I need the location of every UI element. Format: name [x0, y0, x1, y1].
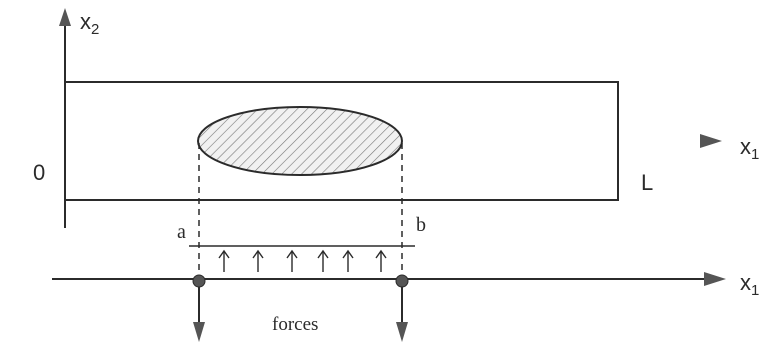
x2-axis-label: x2: [80, 9, 99, 38]
force-arrow-2: [252, 249, 264, 272]
point-force-b-arrowhead: [396, 322, 408, 342]
force-arrow-3: [286, 249, 298, 272]
point-b-label: b: [416, 214, 426, 236]
x1-bottom-axis-label: x1: [740, 270, 759, 299]
length-label: L: [641, 170, 653, 195]
point-force-a-arrowhead: [193, 322, 205, 342]
x2-axis-arrowhead: [59, 8, 71, 26]
x1-axis-top-arrowhead: [700, 134, 722, 148]
x1-top-axis-label: x1: [740, 134, 759, 163]
force-arrow-1: [218, 249, 230, 272]
force-arrow-4: [317, 249, 329, 272]
point-a-label: a: [177, 221, 186, 243]
x1-axis-bottom-arrowhead: [704, 272, 726, 286]
node-b: [395, 274, 409, 288]
forces-label: forces: [272, 314, 318, 335]
distributed-force-arrows: [218, 249, 387, 272]
node-a: [192, 274, 206, 288]
force-arrow-6: [375, 249, 387, 272]
origin-label: 0: [33, 160, 45, 185]
force-arrow-5: [342, 249, 354, 272]
